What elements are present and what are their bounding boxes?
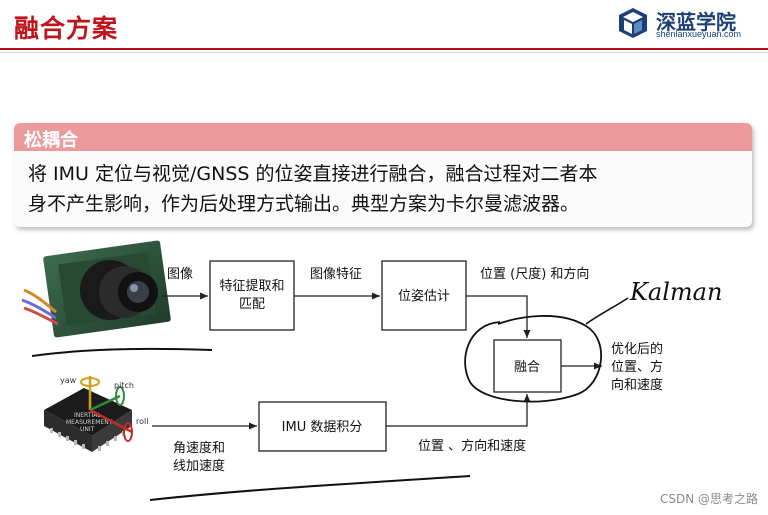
- header-bar: 融合方案 深蓝学院 shenlanxueyuan.com: [0, 0, 768, 53]
- chip-text-line-1: INERTIAL: [74, 412, 101, 419]
- handwritten-pointer-line: [585, 297, 629, 325]
- edge-label-optimized-1: 优化后的: [611, 341, 663, 357]
- edge-label-optimized-2: 位置、方: [611, 359, 663, 375]
- page-title: 融合方案: [14, 14, 119, 43]
- box-fusion: 融合: [493, 339, 562, 393]
- handwritten-circle-fusion: [464, 315, 602, 403]
- logo-url: shenlanxueyuan.com: [656, 29, 742, 39]
- edge-label-imu-output: 位置 、方向和速度: [418, 438, 526, 454]
- box-pose-label: 位姿估计: [398, 288, 450, 304]
- imu-pitch-label: pitch: [114, 381, 134, 390]
- logo-cube-icon: [619, 8, 647, 38]
- edge-label-optimized-3: 向和速度: [611, 377, 663, 393]
- box-imu-label: IMU 数据积分: [282, 420, 363, 435]
- box-pose-estimation: 位姿估计: [381, 260, 467, 331]
- header-divider-thin: [0, 52, 768, 53]
- edge-label-imu-input-1: 角速度和: [173, 440, 225, 456]
- handwritten-kalman-text: Kalman: [629, 278, 722, 306]
- box-imu-integration: IMU 数据积分: [258, 401, 387, 452]
- edge-label-image: 图像: [167, 267, 193, 282]
- arrow-pose-to-fusion: [466, 295, 531, 338]
- chip-text-line-3: UNIT: [80, 426, 95, 433]
- callout-header: 松耦合: [14, 123, 752, 151]
- arrow-integration-to-fusion: [386, 394, 531, 427]
- box-fusion-label: 融合: [514, 360, 540, 375]
- brand-logo: 深蓝学院 shenlanxueyuan.com: [616, 6, 756, 42]
- handwritten-underline-camera: [31, 347, 213, 357]
- edge-label-image-feature: 图像特征: [310, 267, 362, 282]
- callout-body-line-2: 身不产生影响，作为后处理方式输出。典型方案为卡尔曼滤波器。: [28, 193, 580, 215]
- callout-body-line-1: 将 IMU 定位与视觉/GNSS 的位姿直接进行融合，融合过程对二者本: [28, 163, 598, 185]
- box-feature-label-2: 匹配: [239, 297, 265, 312]
- header-divider: [0, 48, 768, 50]
- watermark-text: CSDN @思考之路: [659, 492, 758, 506]
- chip-text-line-2: MEASUREMENT: [66, 419, 113, 426]
- camera-module-icon: [21, 240, 171, 338]
- callout-body: 将 IMU 定位与视觉/GNSS 的位姿直接进行融合，融合过程对二者本 身不产生…: [28, 159, 744, 219]
- box-feature-label-1: 特征提取和: [219, 278, 284, 294]
- edge-label-imu-input-2: 线加速度: [173, 458, 225, 474]
- callout-title: 松耦合: [24, 130, 78, 151]
- handwritten-underline-imu: [149, 475, 471, 501]
- imu-roll-label: roll: [136, 417, 148, 426]
- logo-name: 深蓝学院: [656, 10, 736, 34]
- imu-yaw-label: yaw: [60, 376, 77, 385]
- edge-label-pose-output: 位置 (尺度) 和方向: [480, 266, 589, 282]
- callout-box: 松耦合 将 IMU 定位与视觉/GNSS 的位姿直接进行融合，融合过程对二者本 …: [14, 123, 752, 227]
- box-feature-extraction: 特征提取和 匹配: [209, 260, 295, 331]
- imu-chip-icon: INERTIAL MEASUREMENT UNIT yaw pitch roll: [44, 376, 148, 452]
